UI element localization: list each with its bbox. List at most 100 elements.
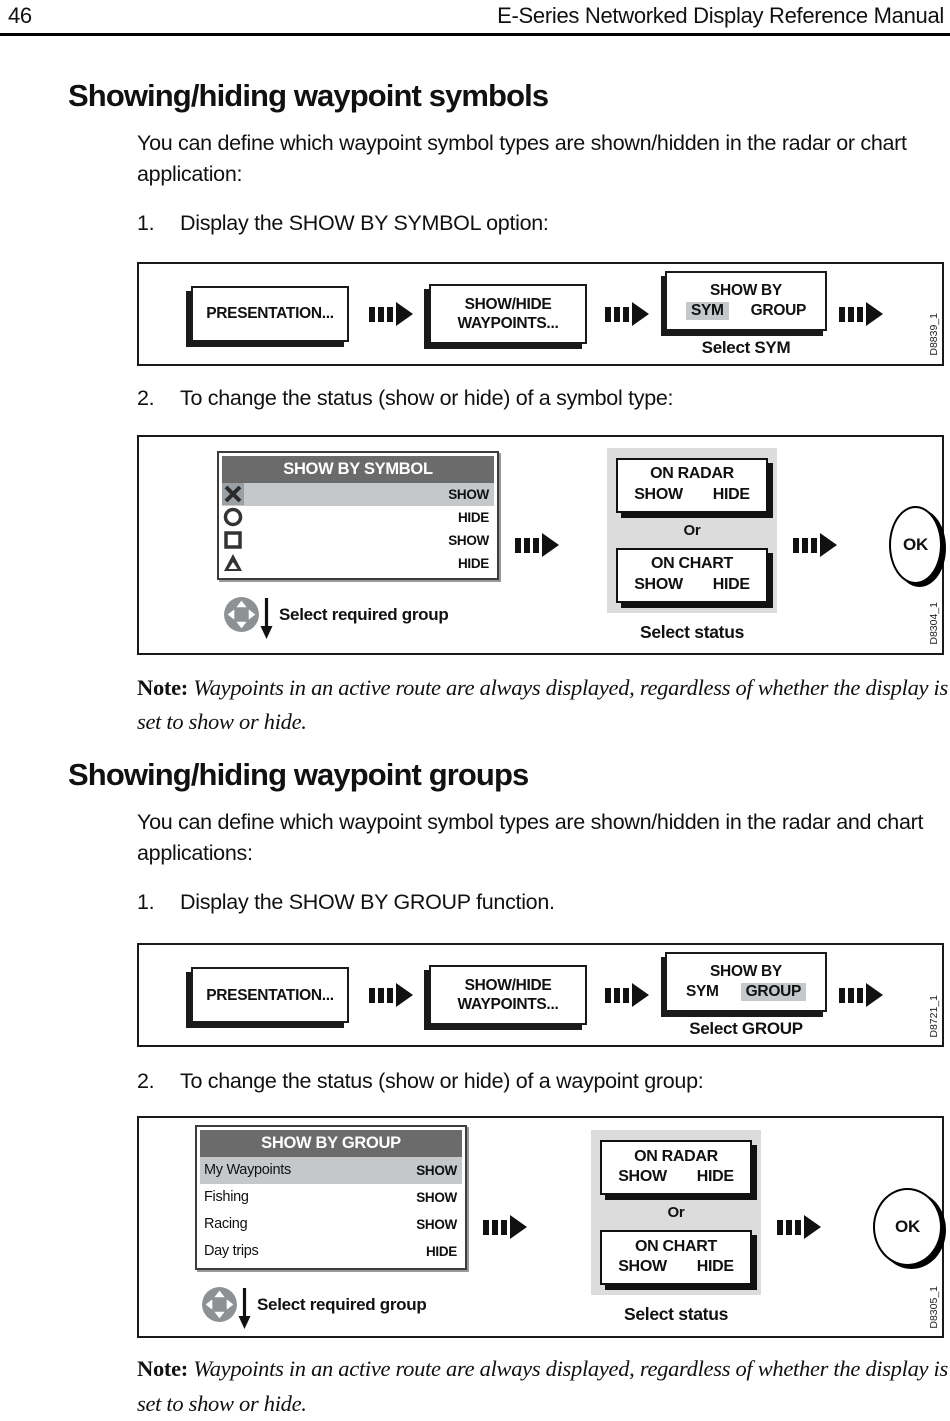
- hide-option: HIDE: [712, 576, 750, 594]
- show-hide-label: SHOW/HIDE: [464, 295, 552, 313]
- step-text: To change the status (show or hide) of a…: [180, 1069, 704, 1094]
- show-by-toggle-group: SHOW BY SYM GROUP Select GROUP: [665, 951, 827, 1039]
- hide-option: HIDE: [696, 1168, 734, 1186]
- flow-arrow-icon: [605, 302, 649, 327]
- show-by-label: SHOW BY: [710, 281, 782, 299]
- group-name: My Waypoints: [204, 1162, 291, 1179]
- dpad-icon: [202, 1286, 237, 1322]
- flow-arrow-icon: [777, 1215, 821, 1240]
- presentation-button: PRESENTATION...: [191, 967, 349, 1024]
- x-symbol-icon: [222, 483, 244, 506]
- show-by-symbol-panel: SHOW BY SYMBOL SHOW HIDE SHOW HIDE: [217, 450, 499, 580]
- select-required-group-caption: Select required group: [279, 604, 449, 624]
- figure-code: D8304_1: [928, 602, 940, 646]
- step-item: 2. To change the status (show or hide) o…: [137, 1069, 950, 1094]
- flow-arrow-icon: [839, 302, 883, 327]
- step-item: 2. To change the status (show or hide) o…: [137, 386, 950, 411]
- panel-title: SHOW BY SYMBOL: [222, 455, 494, 483]
- symbol-status: SHOW: [448, 486, 489, 502]
- flow-arrow-icon: [515, 533, 559, 558]
- on-chart-box: ON CHART SHOW HIDE: [600, 1229, 752, 1285]
- group-name: Racing: [204, 1216, 248, 1233]
- step-number: 1.: [137, 211, 155, 236]
- ok-button: OK: [873, 1188, 942, 1267]
- ok-label: OK: [903, 535, 928, 555]
- show-by-button: SHOW BY SYM GROUP: [665, 951, 827, 1012]
- flow-arrow-icon: [839, 983, 883, 1008]
- section-intro: You can define which waypoint symbol typ…: [137, 131, 907, 186]
- group-name: Fishing: [204, 1189, 249, 1206]
- figure-menu-flow-sym: PRESENTATION... SHOW/HIDE WAYPOINTS... S…: [137, 262, 944, 367]
- figure-code: D8305_1: [928, 1285, 940, 1329]
- note-block: Note: Waypoints in an active route are a…: [137, 671, 950, 739]
- figure-menu-flow-group: PRESENTATION... SHOW/HIDE WAYPOINTS... S…: [137, 943, 944, 1048]
- group-row: Fishing SHOW: [200, 1184, 462, 1211]
- symbol-status: HIDE: [457, 555, 489, 571]
- group-status: SHOW: [416, 1162, 457, 1178]
- symbol-status: HIDE: [457, 509, 489, 525]
- presentation-button: PRESENTATION...: [191, 286, 349, 343]
- ok-button: OK: [889, 506, 942, 585]
- show-hide-waypoints-button: SHOW/HIDE WAYPOINTS...: [429, 284, 587, 345]
- symbol-panel-group: SHOW BY SYMBOL SHOW HIDE SHOW HIDE Selec…: [217, 450, 499, 640]
- sym-option: SYM: [685, 982, 719, 1000]
- circle-symbol-icon: [223, 507, 243, 527]
- on-radar-box: ON RADAR SHOW HIDE: [616, 457, 768, 513]
- group-name: Day trips: [204, 1243, 259, 1260]
- on-chart-box: ON CHART SHOW HIDE: [616, 547, 768, 603]
- group-status: SHOW: [416, 1189, 457, 1205]
- select-group-caption: Select GROUP: [689, 1018, 803, 1038]
- down-arrow-icon: [260, 597, 273, 639]
- on-radar-label: ON RADAR: [634, 1147, 718, 1165]
- group-row: My Waypoints SHOW: [200, 1156, 462, 1184]
- group-status: SHOW: [416, 1216, 457, 1232]
- page-number: 46: [8, 3, 32, 28]
- figure-code: D8721_1: [928, 994, 940, 1038]
- sym-option-selected: SYM: [685, 301, 729, 320]
- hide-option: HIDE: [696, 1258, 734, 1276]
- flow-arrow-icon: [369, 302, 413, 327]
- group-option: GROUP: [750, 301, 807, 319]
- flow-arrow-icon: [369, 983, 413, 1008]
- figure-group-status: SHOW BY GROUP My Waypoints SHOW Fishing …: [137, 1116, 944, 1339]
- waypoints-label: WAYPOINTS...: [457, 315, 559, 333]
- or-label: Or: [667, 1203, 685, 1221]
- show-option: SHOW: [634, 486, 683, 504]
- symbol-row: SHOW: [222, 529, 494, 552]
- step-text: To change the status (show or hide) of a…: [180, 386, 674, 411]
- dpad-icon: [224, 596, 259, 632]
- show-hide-label: SHOW/HIDE: [464, 977, 552, 995]
- flow-arrow-icon: [483, 1215, 527, 1240]
- show-by-label: SHOW BY: [710, 962, 782, 980]
- figure-symbol-status: SHOW BY SYMBOL SHOW HIDE SHOW HIDE Selec…: [137, 435, 944, 656]
- triangle-symbol-icon: [224, 554, 242, 572]
- note-text: Waypoints in an active route are always …: [137, 675, 948, 735]
- step-number: 2.: [137, 386, 155, 411]
- step-item: 1. Display the SHOW BY GROUP function.: [137, 890, 950, 915]
- group-row: Day trips HIDE: [200, 1238, 462, 1265]
- on-radar-label: ON RADAR: [650, 465, 734, 483]
- square-symbol-icon: [224, 531, 242, 549]
- status-panel-group: ON RADAR SHOW HIDE Or ON CHART SHOW HIDE…: [607, 447, 777, 643]
- step-text: Display the SHOW BY GROUP function.: [180, 890, 555, 915]
- group-status: HIDE: [425, 1243, 457, 1259]
- status-panel: ON RADAR SHOW HIDE Or ON CHART SHOW HIDE: [591, 1129, 761, 1295]
- show-option: SHOW: [618, 1258, 667, 1276]
- flow-arrow-icon: [793, 533, 837, 558]
- group-panel-group: SHOW BY GROUP My Waypoints SHOW Fishing …: [195, 1124, 467, 1330]
- on-chart-label: ON CHART: [650, 555, 734, 573]
- group-row: Racing SHOW: [200, 1211, 462, 1238]
- waypoints-label: WAYPOINTS...: [457, 996, 559, 1014]
- presentation-label: PRESENTATION...: [206, 986, 334, 1004]
- group-option-selected: GROUP: [740, 982, 807, 1001]
- figure-code: D8839_1: [928, 313, 940, 357]
- note-text: Waypoints in an active route are always …: [137, 1356, 948, 1416]
- ok-label: OK: [895, 1217, 920, 1237]
- hide-option: HIDE: [712, 486, 750, 504]
- note-label: Note:: [137, 1356, 188, 1382]
- show-by-button: SHOW BY SYM GROUP: [665, 270, 827, 331]
- down-arrow-icon: [238, 1287, 251, 1329]
- dpad-caption-row: Select required group: [223, 596, 499, 640]
- flow-arrow-icon: [605, 983, 649, 1008]
- select-required-group-caption: Select required group: [257, 1294, 427, 1314]
